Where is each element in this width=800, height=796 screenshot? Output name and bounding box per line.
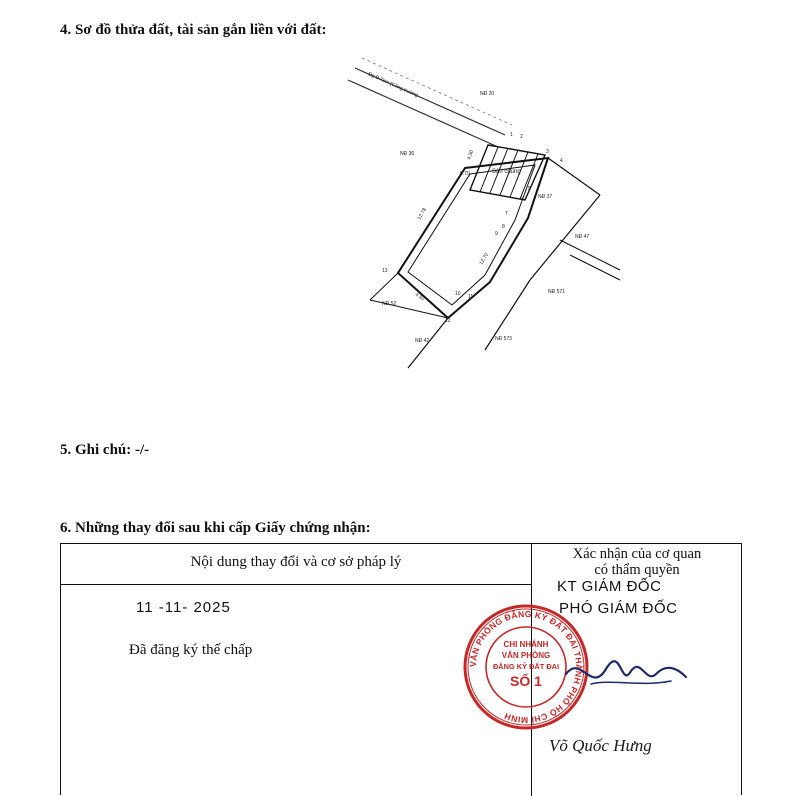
neighbour-boundary [484, 279, 531, 351]
point-label: 3 [546, 149, 549, 155]
section-6-title: 6. Những thay đổi sau khi cấp Giấy chứng… [60, 520, 371, 536]
entry-text: Đã đăng ký thế chấp [129, 642, 253, 658]
neighbour-label: NĐ 47 [575, 234, 589, 240]
neighbour-label: NĐ 36 [400, 151, 414, 157]
handwritten-signature [564, 660, 688, 685]
point-label: 1 [510, 132, 513, 138]
point-label: 6 [520, 196, 523, 202]
neighbour-label: NĐ 571 [548, 289, 565, 295]
shared-courtyard [469, 144, 547, 201]
dimension-label: 12.78 [417, 207, 429, 221]
neighbour-boundary [529, 194, 601, 281]
authority-header-line2: có thẩm quyền [594, 562, 680, 578]
signer-title-line2: PHÓ GIÁM ĐỐC [559, 600, 678, 617]
neighbour-boundary [569, 254, 621, 281]
point-label: 7 [505, 211, 508, 217]
signer-title-line1: KT GIÁM ĐỐC [557, 578, 662, 595]
point-label: 13 [382, 268, 388, 274]
dimension-label: 4.30 [414, 292, 426, 303]
road-line [354, 67, 506, 136]
land-plot-diagram: Đg Đ.Tam (Công trường NĐ 20 NĐ 36 NĐ 37 … [347, 57, 621, 369]
neighbour-label: NĐ 37 [538, 194, 552, 200]
neighbour-boundary [369, 299, 449, 319]
neighbour-boundary [559, 239, 621, 271]
point-label: 10 [455, 291, 461, 297]
dimension-label: 12.70 [479, 252, 491, 266]
shared-courtyard-label: Sân chung [492, 169, 521, 175]
section-5-title: 5. Ghi chú: -/- [60, 442, 150, 458]
road-label: Đg Đ.Tam (Công trường [367, 71, 419, 98]
entry-date: 11 -11- 2025 [136, 599, 231, 616]
lot-inner-outline [407, 164, 536, 306]
section-4-title: 4. Sơ đồ thửa đất, tài sản gắn liền với … [60, 22, 327, 38]
official-seal: VĂN PHÒNG ĐĂNG KÝ ĐẤT ĐAI THÀNH PHỐ HỒ C… [463, 604, 589, 730]
signer-name: Võ Quốc Hưng [549, 736, 652, 755]
neighbour-boundary [369, 272, 399, 301]
dimension-label: 0.70 [460, 171, 470, 177]
point-label: 5 [528, 186, 531, 192]
point-label: 12 [445, 318, 451, 324]
column-divider [531, 544, 532, 796]
neighbour-label: NĐ 20 [480, 91, 494, 97]
svg-text:ĐĂNG KÝ ĐẤT ĐAI: ĐĂNG KÝ ĐẤT ĐAI [493, 661, 559, 671]
dimension-label: 4.30 [466, 149, 475, 160]
road-line [347, 79, 499, 148]
neighbour-boundary [407, 317, 449, 369]
point-label: 11 [468, 294, 473, 300]
point-label: 8 [502, 224, 505, 230]
neighbour-boundary [547, 157, 601, 196]
content-column-header: Nội dung thay đổi và cơ sở pháp lý [190, 554, 402, 570]
neighbour-label: NĐ 52 [382, 301, 396, 307]
svg-text:VĂN PHÒNG: VĂN PHÒNG [502, 651, 550, 660]
header-row-divider [61, 584, 531, 585]
neighbour-label: NĐ 573 [495, 336, 512, 342]
point-label: 2 [520, 134, 523, 140]
point-label: 4 [560, 158, 563, 164]
changes-table: Nội dung thay đổi và cơ sở pháp lý Xác n… [60, 543, 742, 796]
authority-header-line1: Xác nhận của cơ quan [572, 546, 702, 562]
point-label: 9 [495, 231, 498, 237]
svg-text:SỐ 1: SỐ 1 [510, 672, 542, 689]
neighbour-label: NĐ 42 [415, 338, 429, 344]
authority-column-header: Xác nhận của cơ quan có thẩm quyền [533, 546, 741, 578]
svg-text:CHI NHÁNH: CHI NHÁNH [504, 640, 549, 649]
